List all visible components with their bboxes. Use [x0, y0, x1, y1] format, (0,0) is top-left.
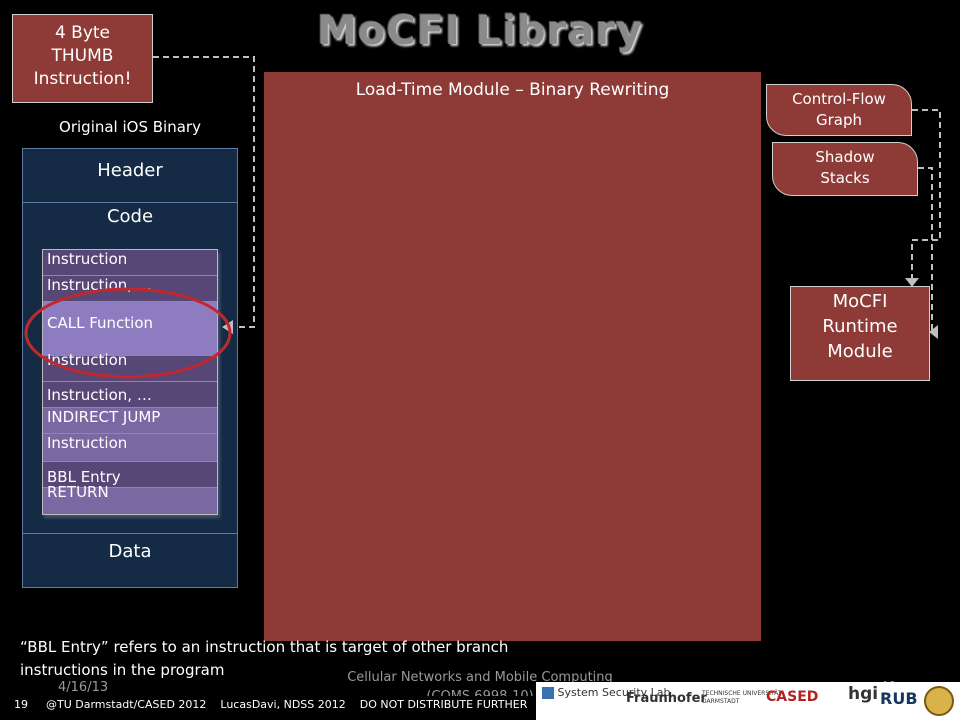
system-security-lab-logo: System Security Lab: [542, 686, 671, 699]
arrowhead-icon: [905, 278, 919, 287]
runtime-line-2: Runtime: [822, 316, 898, 337]
ssl-logo-icon: [542, 687, 554, 699]
mocfi-runtime-module-box: MoCFI Runtime Module: [790, 286, 930, 381]
binary-caption: Original iOS Binary: [59, 118, 201, 136]
footer-date: 4/16/13: [58, 680, 109, 695]
binary-divider-data: [22, 533, 238, 534]
footer-strip-bg: [0, 696, 536, 720]
runtime-line-3: Module: [827, 341, 893, 362]
bbl-entry-note: “BBL Entry” refers to an instruction tha…: [20, 638, 509, 679]
highlight-ring: [24, 287, 232, 379]
logo-strip: System Security Lab Fraunhofer TECHNISCH…: [536, 682, 960, 720]
bbl-entry-row: BBL Entry: [43, 462, 217, 488]
cfg-connector: [911, 109, 941, 280]
instruction-list: Instruction Instruction, … CALL Function…: [42, 249, 218, 515]
footer-slide-number: 19: [14, 698, 28, 711]
call-function-row: CALL Function: [43, 302, 217, 356]
cased-logo: CASED: [766, 689, 819, 705]
thumb-box-line-1: 4 Byte: [54, 23, 111, 43]
thumb-instruction-box: 4 Byte THUMB Instruction!: [12, 14, 153, 103]
load-time-module-panel: [264, 72, 761, 641]
fraunhofer-logo: Fraunhofer: [626, 691, 707, 706]
rub-logo: RUB: [880, 689, 918, 708]
binary-divider-header: [22, 202, 238, 203]
footer-course-line-1: Cellular Networks and Mobile Computing: [347, 670, 613, 685]
university-seal-icon: [924, 686, 954, 716]
shadow-stacks-line-1: Shadow: [815, 148, 875, 166]
indirect-jump-row: INDIRECT JUMP: [43, 408, 217, 434]
binary-data-label: Data: [108, 541, 152, 562]
arrowhead-icon: [929, 325, 938, 339]
binary-code-label: Code: [106, 206, 154, 227]
tu-darmstadt-logo: TECHNISCHE UNIVERSITÄT DARMSTADT: [702, 690, 782, 705]
return-row: RETURN: [43, 485, 217, 514]
control-flow-graph-box: Control-Flow Graph: [766, 84, 912, 136]
shadow-stacks-box: Shadow Stacks: [772, 142, 918, 196]
slide-title: MoCFI Library: [316, 8, 644, 54]
thumb-box-line-2: THUMB: [51, 46, 114, 66]
load-time-module-title: Load-Time Module – Binary Rewriting: [355, 80, 670, 100]
hgi-logo: hgi: [848, 684, 879, 704]
footer-credits: @TU Darmstadt/CASED 2012 LucasDavi, NDSS…: [46, 698, 528, 711]
cfg-line-2: Graph: [815, 111, 862, 129]
instruction-row: Instruction: [43, 434, 217, 462]
thumb-box-line-3: Instruction!: [33, 69, 132, 89]
shadow-stacks-connector: [918, 167, 937, 333]
thumb-to-call-connector: [153, 56, 255, 328]
shadow-stacks-line-2: Stacks: [820, 169, 870, 187]
instruction-row: Instruction: [43, 250, 217, 276]
runtime-line-1: MoCFI: [832, 291, 888, 312]
instruction-row: Instruction, …: [43, 382, 217, 408]
cfg-line-1: Control-Flow: [792, 90, 886, 108]
binary-header-label: Header: [97, 160, 163, 181]
